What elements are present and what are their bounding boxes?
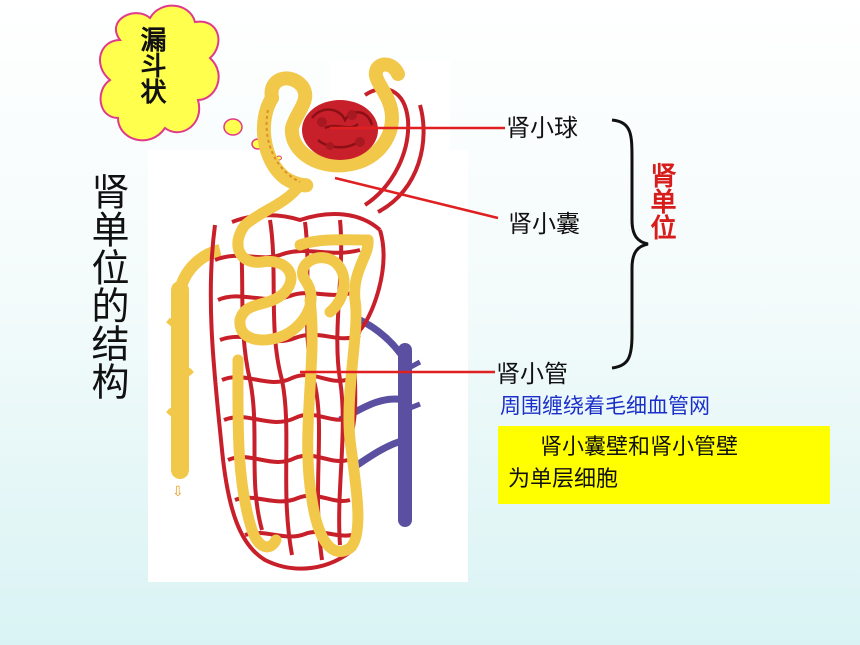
- nephron-brace: [611, 118, 649, 370]
- cell-layer-note-line2: 为单层细胞: [508, 467, 619, 492]
- glomerulus: [302, 100, 378, 160]
- cell-layer-note: 肾小囊壁和肾小管壁 为单层细胞: [498, 426, 830, 504]
- label-nephron: 肾单位: [646, 162, 676, 240]
- page-title: 肾单位的结构: [85, 172, 129, 400]
- pointer-lines: [300, 126, 505, 374]
- renal-tubule: [232, 179, 374, 557]
- bowmans-capsule: [256, 57, 405, 193]
- cell-layer-note-line1: 肾小囊壁和肾小管壁: [540, 435, 739, 460]
- label-capsule: 肾小囊: [508, 210, 580, 238]
- label-tubule: 肾小管: [496, 360, 568, 388]
- label-glomerulus: 肾小球: [506, 114, 578, 142]
- svg-text:⇩: ⇩: [172, 484, 184, 500]
- pointer-capsule: [334, 176, 499, 220]
- tubule-note: 周围缠绕着毛细血管网: [500, 394, 710, 418]
- cloud-label: 漏斗状: [136, 26, 166, 104]
- collecting-duct: ⇩: [166, 244, 222, 500]
